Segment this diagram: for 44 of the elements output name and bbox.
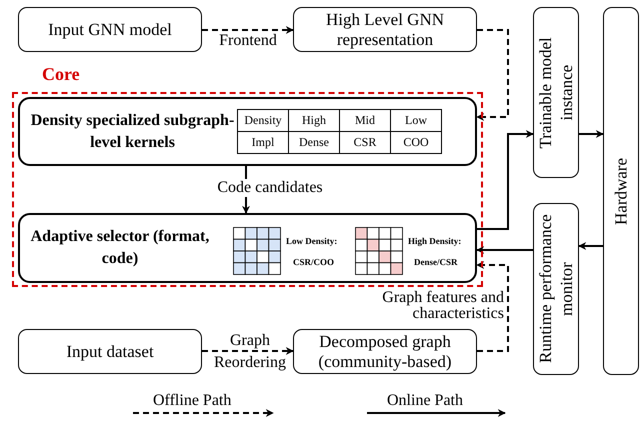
edge-label: Graph Reordering — [213, 331, 287, 373]
table-cell: Mid — [340, 110, 390, 132]
arrow — [477, 130, 534, 230]
legend-label: Online Path — [387, 392, 463, 410]
arrow — [202, 26, 294, 34]
table-cell: CSR — [340, 132, 390, 154]
matrix-caption: Dense/CSR — [414, 257, 458, 267]
box-label: High Level GNN representation — [324, 10, 446, 50]
box-label: Adaptive selector (format, code) — [30, 227, 210, 269]
box-label: Input GNN model — [47, 20, 173, 40]
legend-label: Offline Path — [153, 392, 232, 410]
process-box — [603, 7, 639, 375]
arrow — [476, 29, 509, 121]
table-cell: COO — [390, 132, 442, 154]
box-label: Trainable model instance — [535, 36, 577, 150]
box-label: Hardware — [610, 156, 632, 227]
box-label: Decomposed graph (community-based) — [317, 332, 453, 372]
box-label: Runtime performance monitor — [535, 214, 577, 366]
table-cell: Dense — [288, 132, 340, 154]
arrow — [578, 242, 603, 250]
process-box — [18, 213, 477, 283]
edge-label: Graph features and characteristics — [381, 290, 504, 322]
arrow — [202, 347, 294, 355]
matrix-caption: High Density: — [408, 236, 462, 246]
matrix-caption: CSR/COO — [293, 257, 334, 267]
arrow — [579, 130, 604, 138]
process-box — [18, 7, 202, 52]
arrow — [476, 246, 533, 254]
process-box — [18, 329, 202, 374]
matrix-caption: Low Density: — [286, 236, 338, 246]
box-label: Input dataset — [65, 342, 155, 362]
process-box — [293, 7, 477, 52]
table-cell: Low — [390, 110, 442, 132]
arrow — [476, 261, 509, 352]
process-box — [533, 203, 579, 375]
table-cell: Density — [238, 110, 288, 132]
process-box — [293, 329, 477, 374]
table-cell: High — [288, 110, 340, 132]
process-box — [18, 97, 477, 166]
edge-label: Frontend — [218, 32, 278, 50]
process-box — [533, 7, 579, 178]
box-label: Density specialized subgraph-level kernels — [30, 110, 235, 152]
table-cell: Impl — [238, 132, 288, 154]
region-heading: Core — [42, 64, 80, 85]
